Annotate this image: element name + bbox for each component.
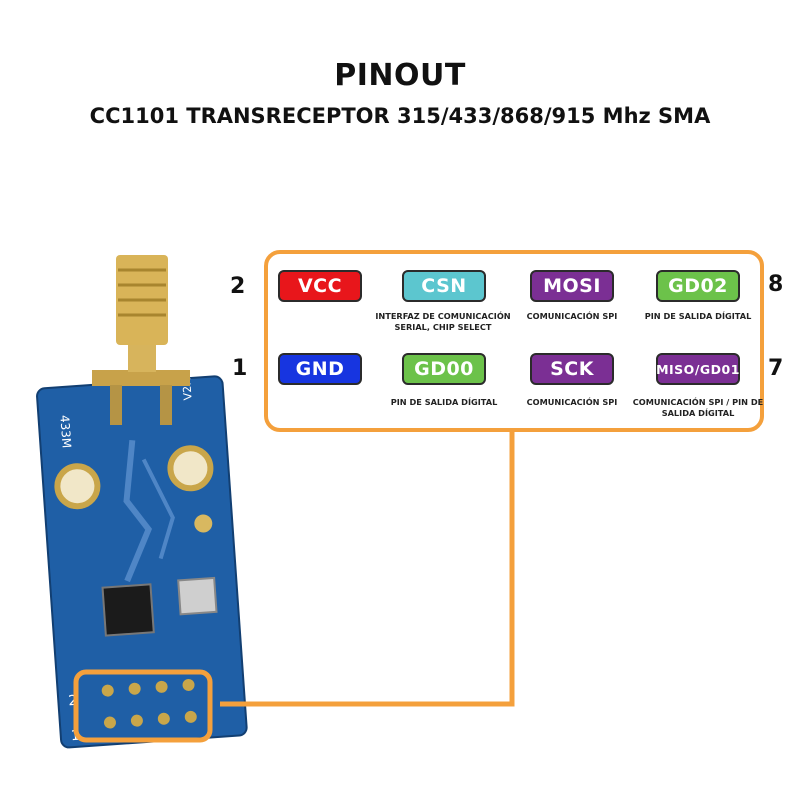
antenna-label: 433M bbox=[57, 414, 73, 448]
pin-sck: SCK bbox=[530, 353, 614, 385]
desc-gd00: PIN DE SALIDA DÍGITAL bbox=[390, 397, 498, 407]
pin-gd00: GD00 bbox=[402, 353, 486, 385]
page-title: PINOUT bbox=[334, 58, 466, 93]
pin-gd02: GD02 bbox=[656, 270, 740, 302]
page-subtitle: CC1101 TRANSRECEPTOR 315/433/868/915 Mhz… bbox=[89, 104, 711, 128]
pin-gnd: GND bbox=[278, 353, 362, 385]
header-highlight bbox=[73, 669, 213, 743]
pcb-board: 433M V2.0 2 1 bbox=[36, 375, 248, 749]
callout-line bbox=[220, 432, 515, 707]
row-number-right-top: 8 bbox=[768, 272, 784, 297]
pin-mosi: MOSI bbox=[530, 270, 614, 302]
crystal bbox=[177, 576, 218, 616]
pin-vcc: VCC bbox=[278, 270, 362, 302]
mounting-hole-right bbox=[167, 445, 214, 492]
pinout-frame bbox=[264, 250, 764, 432]
mounting-hole-left bbox=[54, 463, 101, 510]
desc-miso-gd01: COMUNICACIÓN SPI / PIN DE SALIDA DÍGITAL bbox=[632, 397, 764, 418]
row-number-left-top: 2 bbox=[230, 274, 246, 299]
test-pad bbox=[194, 514, 213, 533]
desc-csn: INTERFAZ DE COMUNICACIÓN SERIAL, CHIP SE… bbox=[375, 311, 511, 332]
pin-miso-gd01: MISO/GD01 bbox=[656, 353, 740, 385]
rf-chip bbox=[101, 583, 155, 637]
desc-gd02: PIN DE SALIDA DÍGITAL bbox=[644, 311, 752, 321]
desc-mosi: COMUNICACIÓN SPI bbox=[526, 311, 618, 321]
pin-header bbox=[101, 678, 197, 729]
row-number-left-bottom: 1 bbox=[232, 356, 248, 381]
row-number-right-bottom: 7 bbox=[768, 356, 784, 381]
sma-antenna-connector bbox=[92, 255, 190, 425]
pin-csn: CSN bbox=[402, 270, 486, 302]
row-label-top: 2 bbox=[68, 693, 78, 710]
desc-sck: COMUNICACIÓN SPI bbox=[526, 397, 618, 407]
